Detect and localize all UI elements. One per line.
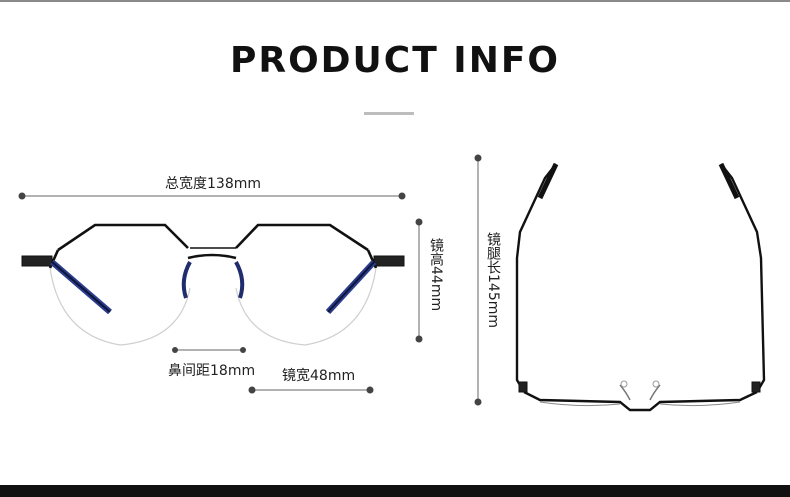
bridge-distance-dimension-line — [172, 347, 246, 353]
temple-length-dimension-line — [474, 154, 482, 406]
lens-height-dimension-line — [415, 218, 423, 343]
bridge-distance-label: 鼻间距18mm — [168, 363, 256, 379]
glasses-top-view — [515, 162, 766, 412]
title-underline — [364, 112, 414, 115]
bottom-divider — [0, 485, 790, 497]
temple-length-label: 镜腿长145mm — [485, 232, 501, 328]
lens-height-label: 镜高44mm — [428, 238, 444, 312]
total-width-label: 总宽度138mm — [165, 176, 261, 192]
total-width-dimension-line — [18, 192, 406, 200]
lens-width-label: 镜宽48mm — [282, 368, 356, 384]
top-divider — [0, 0, 790, 2]
page-title: PRODUCT INFO — [229, 40, 561, 81]
lens-width-dimension-line — [248, 386, 374, 394]
glasses-front-view — [21, 223, 405, 346]
